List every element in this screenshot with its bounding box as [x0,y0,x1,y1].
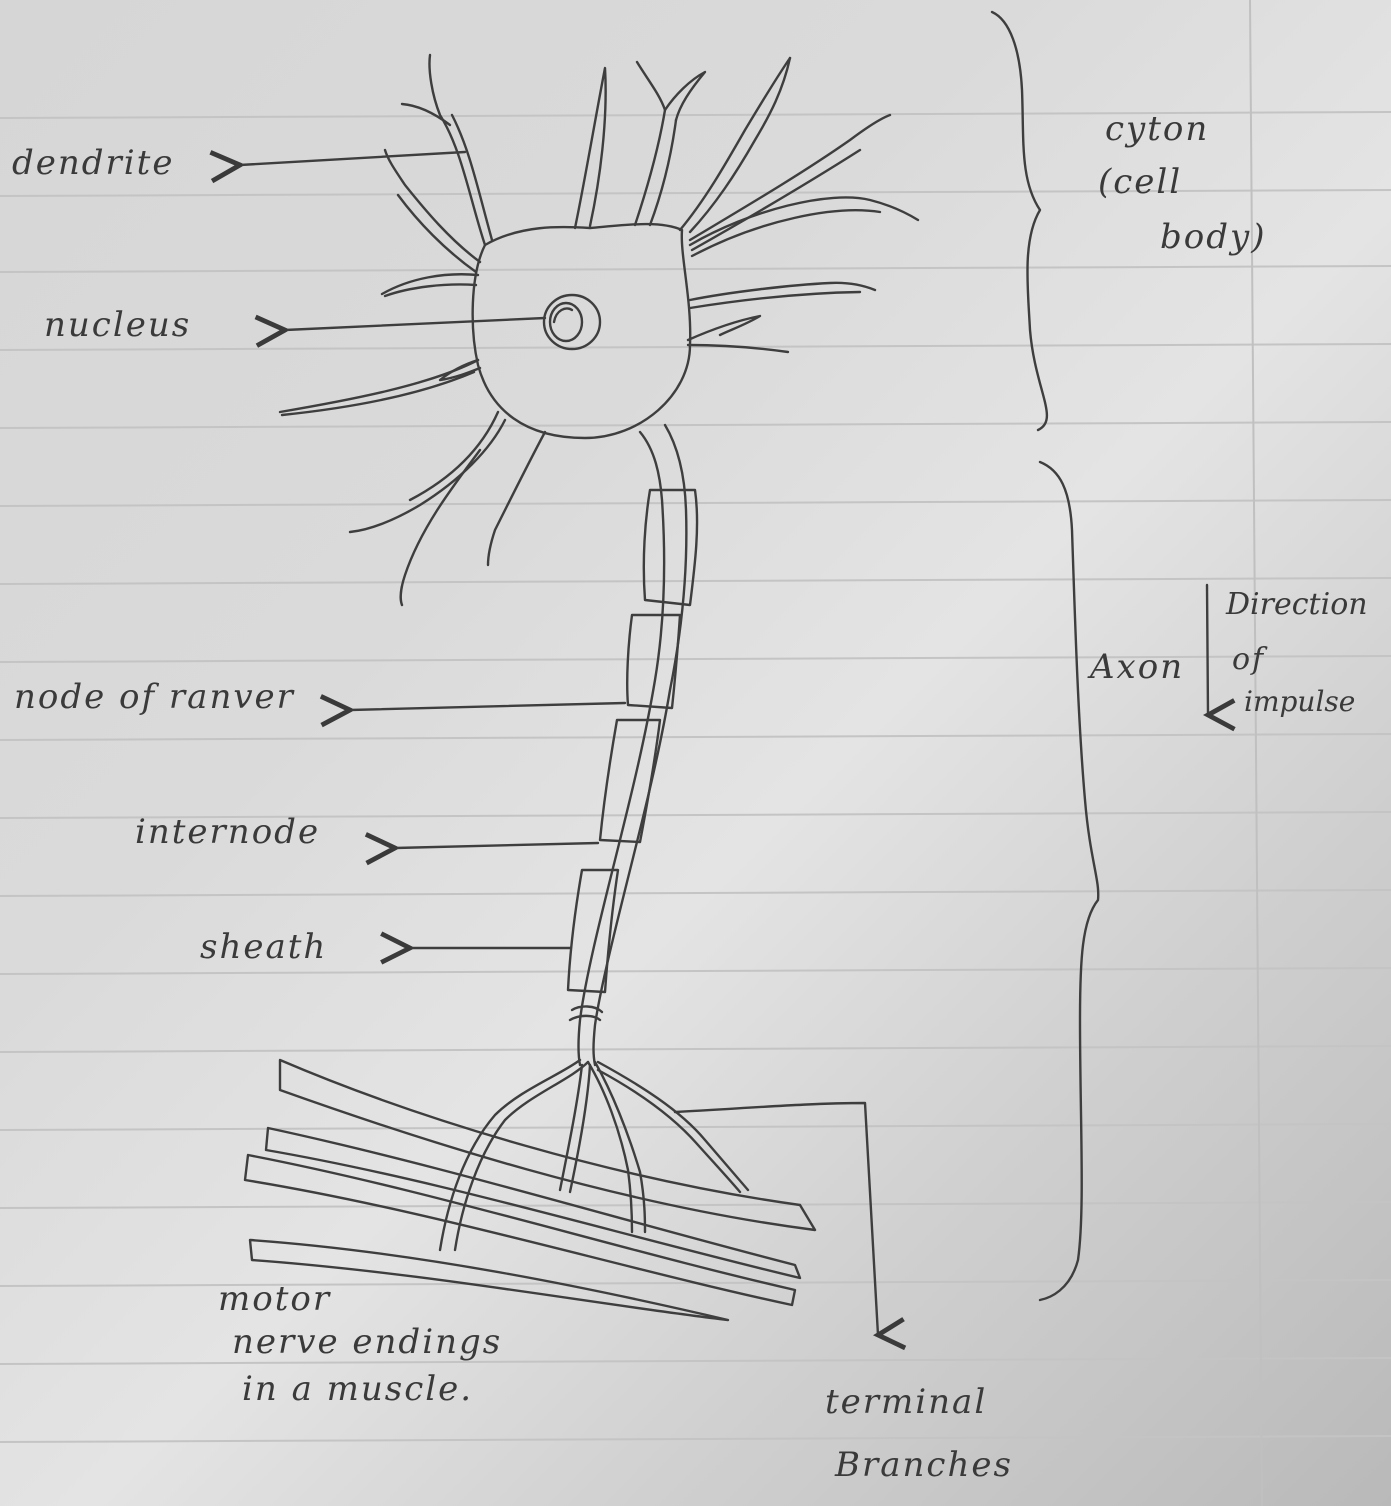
label-nucleus: nucleus [44,308,191,342]
axon [568,425,697,1065]
label-axon: Axon [1090,650,1184,684]
label-cyton-line3: body) [1160,220,1266,254]
label-motor-line1: motor [218,1282,331,1316]
nucleus-pointer [285,318,545,330]
label-cyton-line2: (cell [1098,165,1182,199]
label-motor-line2: nerve endings [232,1325,502,1359]
internode-pointer [395,843,598,848]
label-cyton-line1: cyton [1105,112,1209,146]
label-terminal-line2: Branches [835,1448,1013,1482]
label-direction-line1: Direction [1226,590,1368,620]
label-dendrite: dendrite [12,146,174,180]
direction-arrow [1207,585,1208,715]
label-node-of-ranvier: node of ranver [14,680,295,714]
terminal-pointer [675,1103,878,1335]
terminal-branches-shape [440,1060,748,1250]
cyton-brace [992,12,1047,430]
label-direction-line3: impulse [1244,688,1355,716]
node-pointer [350,703,625,710]
sheath-segment-4 [568,870,618,992]
label-terminal-line1: terminal [825,1385,987,1419]
sheath-segment-1 [644,490,697,605]
sheath-segment-3 [600,720,660,842]
label-motor-line3: in a muscle. [242,1372,473,1406]
axon-brace [1040,462,1098,1300]
nucleus-shape [544,295,600,349]
label-sheath: sheath [200,930,327,964]
label-internode: internode [135,815,320,849]
label-direction-line2: of [1232,645,1265,675]
dendrite-pointer [240,152,465,165]
cell-body [473,224,691,438]
